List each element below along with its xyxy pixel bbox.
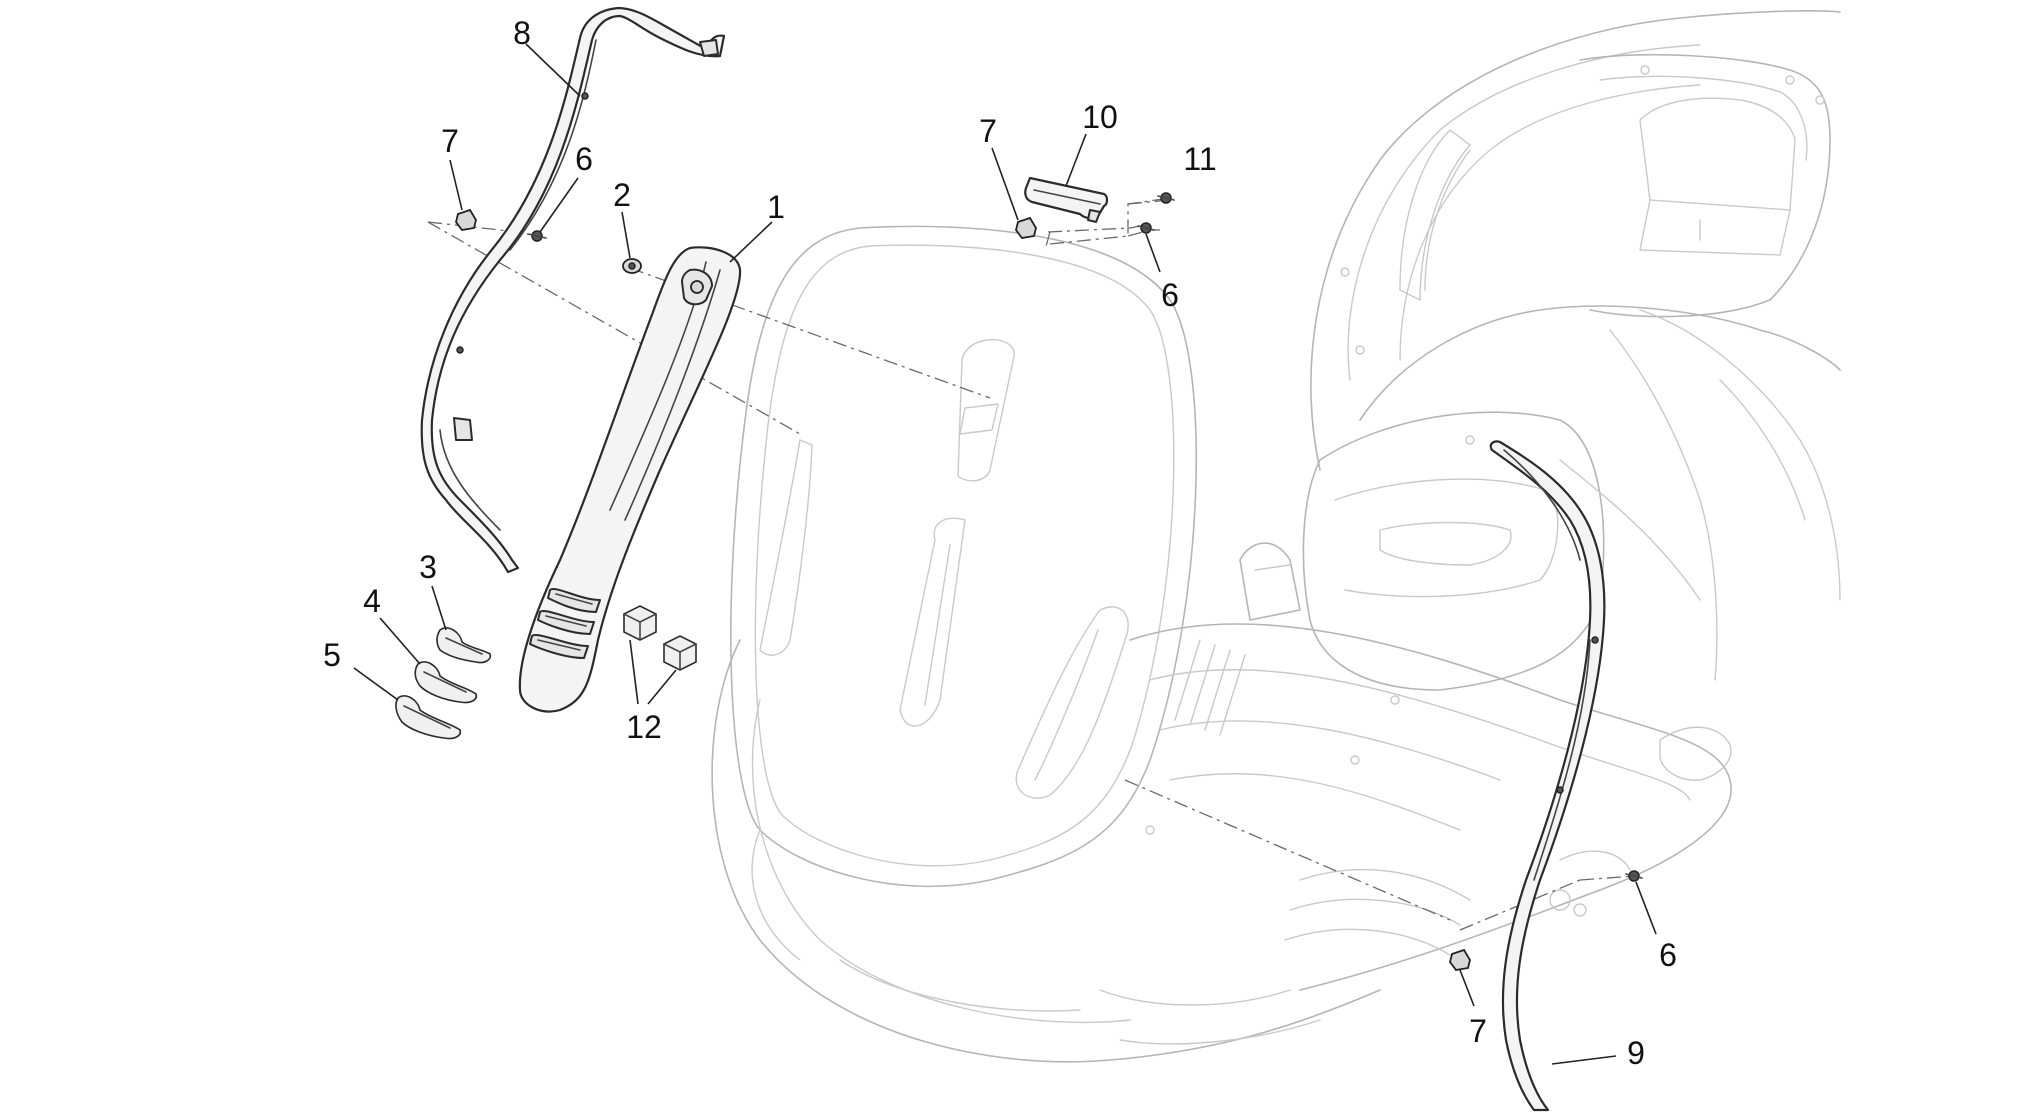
callout-4: 4 xyxy=(363,583,381,619)
callout-7: 7 xyxy=(441,123,459,159)
parts-3-4-5-grill-pads xyxy=(395,627,492,740)
callout-6: 6 xyxy=(1659,937,1677,973)
callout-9: 9 xyxy=(1627,1035,1645,1071)
callout-3: 3 xyxy=(419,549,437,585)
callout-7: 7 xyxy=(979,113,997,149)
part-1-horn-cover xyxy=(518,246,742,713)
callout-10: 10 xyxy=(1082,99,1118,135)
callout-6: 6 xyxy=(1161,277,1179,313)
callout-labels: 8 7 6 2 1 3 4 5 12 7 10 11 6 6 7 9 xyxy=(323,15,1677,1071)
callout-7: 7 xyxy=(1469,1013,1487,1049)
callout-5: 5 xyxy=(323,637,341,673)
part-9-right-trim-molding xyxy=(1489,440,1606,1112)
scooter-body-outline xyxy=(711,10,1841,1063)
callout-11: 11 xyxy=(1183,141,1216,177)
callout-12: 12 xyxy=(626,709,662,745)
part-12-foam-pads xyxy=(623,605,697,671)
hardware-fasteners xyxy=(455,192,1643,971)
part-8-left-trim-molding xyxy=(420,6,726,574)
callout-8: 8 xyxy=(513,15,531,51)
callout-1: 1 xyxy=(767,189,785,225)
callout-leader-lines xyxy=(353,43,1657,1065)
part-10-upper-bracket xyxy=(1024,176,1109,223)
callout-6: 6 xyxy=(575,141,593,177)
callout-2: 2 xyxy=(613,177,631,213)
